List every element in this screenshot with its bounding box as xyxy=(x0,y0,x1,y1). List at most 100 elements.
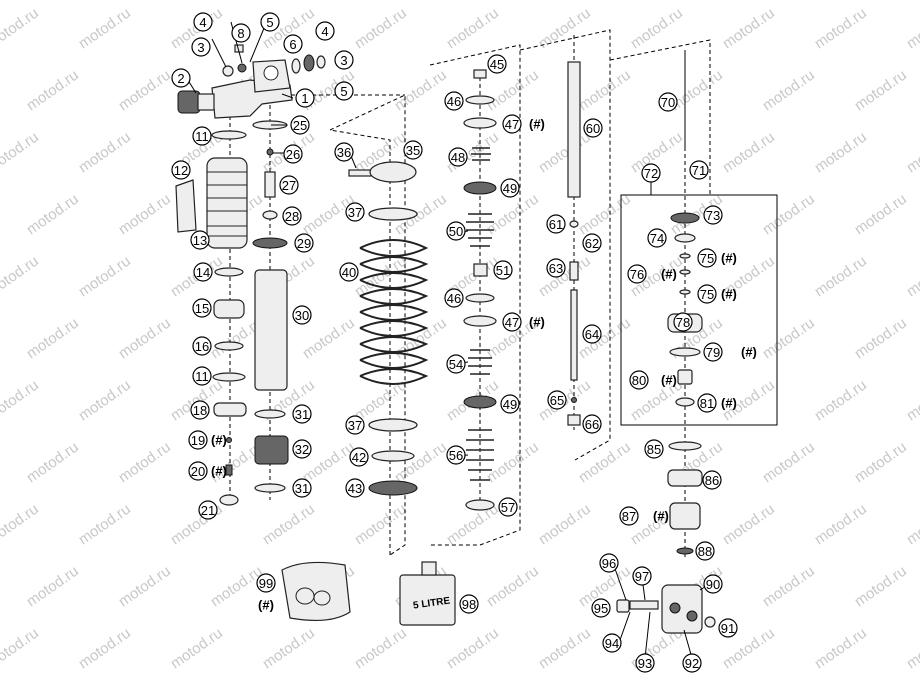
callout-circle xyxy=(188,461,208,481)
callout-circle xyxy=(546,214,566,234)
callout-number: 12 xyxy=(174,163,188,178)
spring-column-parts xyxy=(348,161,429,496)
callout-circle xyxy=(193,12,213,32)
callout-number: 19 xyxy=(191,433,205,448)
callout-circle xyxy=(582,414,602,434)
callout-circle xyxy=(190,230,210,250)
callout-circle xyxy=(295,88,315,108)
callout-circle xyxy=(583,118,603,138)
callout-circle xyxy=(658,92,678,112)
callout-25: 25 xyxy=(290,115,310,135)
callout-number: 11 xyxy=(195,129,209,144)
callout-90: 90 xyxy=(703,574,723,594)
callout-circle xyxy=(188,430,208,450)
callout-number: 60 xyxy=(586,121,600,136)
oil-can-label: 5 LITRE xyxy=(412,595,451,611)
callout-65: 65 xyxy=(547,390,567,410)
callout-circle xyxy=(290,115,310,135)
callout-19: 19(#) xyxy=(188,430,227,450)
callout-56: 56 xyxy=(446,445,466,465)
callout-16: 16 xyxy=(192,336,212,356)
callout-number: 28 xyxy=(285,209,299,224)
callout-number: 45 xyxy=(490,57,504,72)
callout-number: 96 xyxy=(602,556,616,571)
callout-37: 37 xyxy=(345,202,365,222)
callout-45: 45 xyxy=(487,54,507,74)
callout-number: 66 xyxy=(585,417,599,432)
callout-circle xyxy=(487,54,507,74)
callout-circle xyxy=(500,178,520,198)
callout-29: 29 xyxy=(294,233,314,253)
callout-28: 28 xyxy=(282,206,302,226)
callout-number: 47 xyxy=(505,315,519,330)
callout-number: 5 xyxy=(340,84,347,99)
callout-number: 46 xyxy=(447,94,461,109)
callout-27: 27 xyxy=(279,175,299,195)
callout-number: 46 xyxy=(447,291,461,306)
callout-number: 61 xyxy=(549,217,563,232)
callout-number: 6 xyxy=(289,37,296,52)
callout-number: 13 xyxy=(193,233,207,248)
callout-number: 99 xyxy=(259,576,273,591)
callout-number: 37 xyxy=(348,418,362,433)
callout-95: 95 xyxy=(591,598,611,618)
callout-43: 43 xyxy=(345,478,365,498)
callout-21: 21 xyxy=(198,500,218,520)
callout-circle xyxy=(635,653,655,673)
callout-number: 25 xyxy=(293,118,307,133)
callout-15: 15 xyxy=(192,298,212,318)
callout-circle xyxy=(339,262,359,282)
callout-32: 32 xyxy=(292,439,312,459)
callout-number: 56 xyxy=(449,448,463,463)
callout-26: 26 xyxy=(283,144,303,164)
callout-99: 99 (#) xyxy=(256,573,276,613)
callout-circle xyxy=(500,394,520,414)
callout-circle xyxy=(349,447,369,467)
callout-51: 51 xyxy=(493,260,513,280)
callout-circle xyxy=(602,633,622,653)
callout-circle xyxy=(171,68,191,88)
callout-circle xyxy=(682,653,702,673)
callout-number: 43 xyxy=(348,481,362,496)
callout-circle xyxy=(192,298,212,318)
callout-91: 91 xyxy=(718,618,738,638)
body-column-parts xyxy=(252,120,289,493)
callout-circle xyxy=(582,324,602,344)
callout-47: 47(#) xyxy=(502,312,545,332)
callout-number: 73 xyxy=(706,208,720,223)
callout-number: 71 xyxy=(692,163,706,178)
callout-31: 31 xyxy=(292,478,312,498)
callout-circle xyxy=(697,284,717,304)
callout-number: 20 xyxy=(191,464,205,479)
group-72-box xyxy=(620,194,778,426)
callout-75: 75(#) xyxy=(697,284,737,304)
callout-circle xyxy=(582,233,602,253)
callout-54: 54 xyxy=(446,354,466,374)
callout-circle xyxy=(641,163,661,183)
callout-number: 49 xyxy=(503,397,517,412)
callout-circle xyxy=(703,574,723,594)
callout-circle xyxy=(629,370,649,390)
callout-48: 48 xyxy=(448,147,468,167)
callout-circle xyxy=(459,594,479,614)
callout-circle xyxy=(493,260,513,280)
hash-mark: (#) xyxy=(258,598,274,613)
callout-number: 26 xyxy=(286,147,300,162)
callout-circle xyxy=(446,354,466,374)
callout-number: 65 xyxy=(550,393,564,408)
callout-63: 63 xyxy=(546,258,566,278)
callout-circle xyxy=(448,147,468,167)
callout-94: 94 xyxy=(602,633,622,653)
callout-circle xyxy=(292,439,312,459)
callout-42: 42 xyxy=(349,447,369,467)
callout-70: 70 xyxy=(658,92,678,112)
callout-number: 18 xyxy=(193,403,207,418)
callout-circle xyxy=(647,228,667,248)
callout-number: 97 xyxy=(635,569,649,584)
callout-number: 92 xyxy=(685,656,699,671)
callout-circle xyxy=(283,144,303,164)
callout-number: 15 xyxy=(195,301,209,316)
left-column-parts xyxy=(175,130,248,506)
callout-92: 92 xyxy=(682,653,702,673)
